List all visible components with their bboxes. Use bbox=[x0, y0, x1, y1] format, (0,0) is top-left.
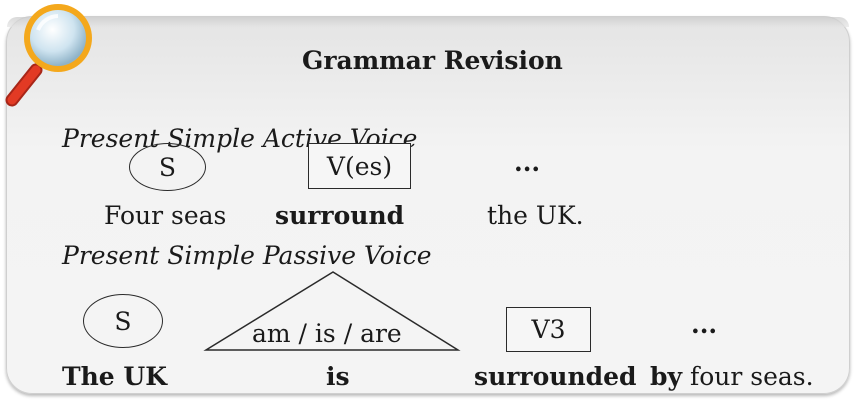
active-example-subject: Four seas bbox=[104, 201, 227, 230]
passive-verb-symbol: V3 bbox=[531, 315, 566, 344]
passive-voice-heading: Present Simple Passive Voice bbox=[62, 241, 432, 270]
passive-verb-box: V3 bbox=[506, 307, 591, 352]
passive-example-agent: by four seas. bbox=[650, 364, 814, 389]
passive-example-verb: surrounded bbox=[474, 362, 637, 391]
passive-subject-oval: S bbox=[83, 294, 163, 348]
active-subject-oval: S bbox=[129, 143, 206, 191]
passive-subject-symbol: S bbox=[114, 306, 132, 336]
active-verb-box: V(es) bbox=[308, 143, 411, 189]
passive-be-symbol: am / is / are bbox=[252, 319, 402, 348]
card-top-rim bbox=[7, 17, 849, 27]
page-title: Grammar Revision bbox=[302, 46, 563, 75]
active-verb-symbol: V(es) bbox=[326, 151, 393, 181]
passive-example-by: by bbox=[650, 362, 683, 391]
passive-example-rest: four seas. bbox=[689, 362, 814, 391]
active-rest-symbol: ... bbox=[514, 148, 541, 177]
active-subject-symbol: S bbox=[158, 152, 177, 182]
magnifying-glass-icon bbox=[5, 4, 92, 107]
passive-rest-symbol: ... bbox=[691, 310, 718, 339]
passive-example-subject: The UK bbox=[62, 362, 167, 391]
be-verb-triangle bbox=[203, 271, 461, 351]
active-example-rest: the UK. bbox=[487, 201, 584, 230]
passive-example-be: is bbox=[326, 362, 350, 391]
active-example-verb: surround bbox=[275, 201, 405, 230]
